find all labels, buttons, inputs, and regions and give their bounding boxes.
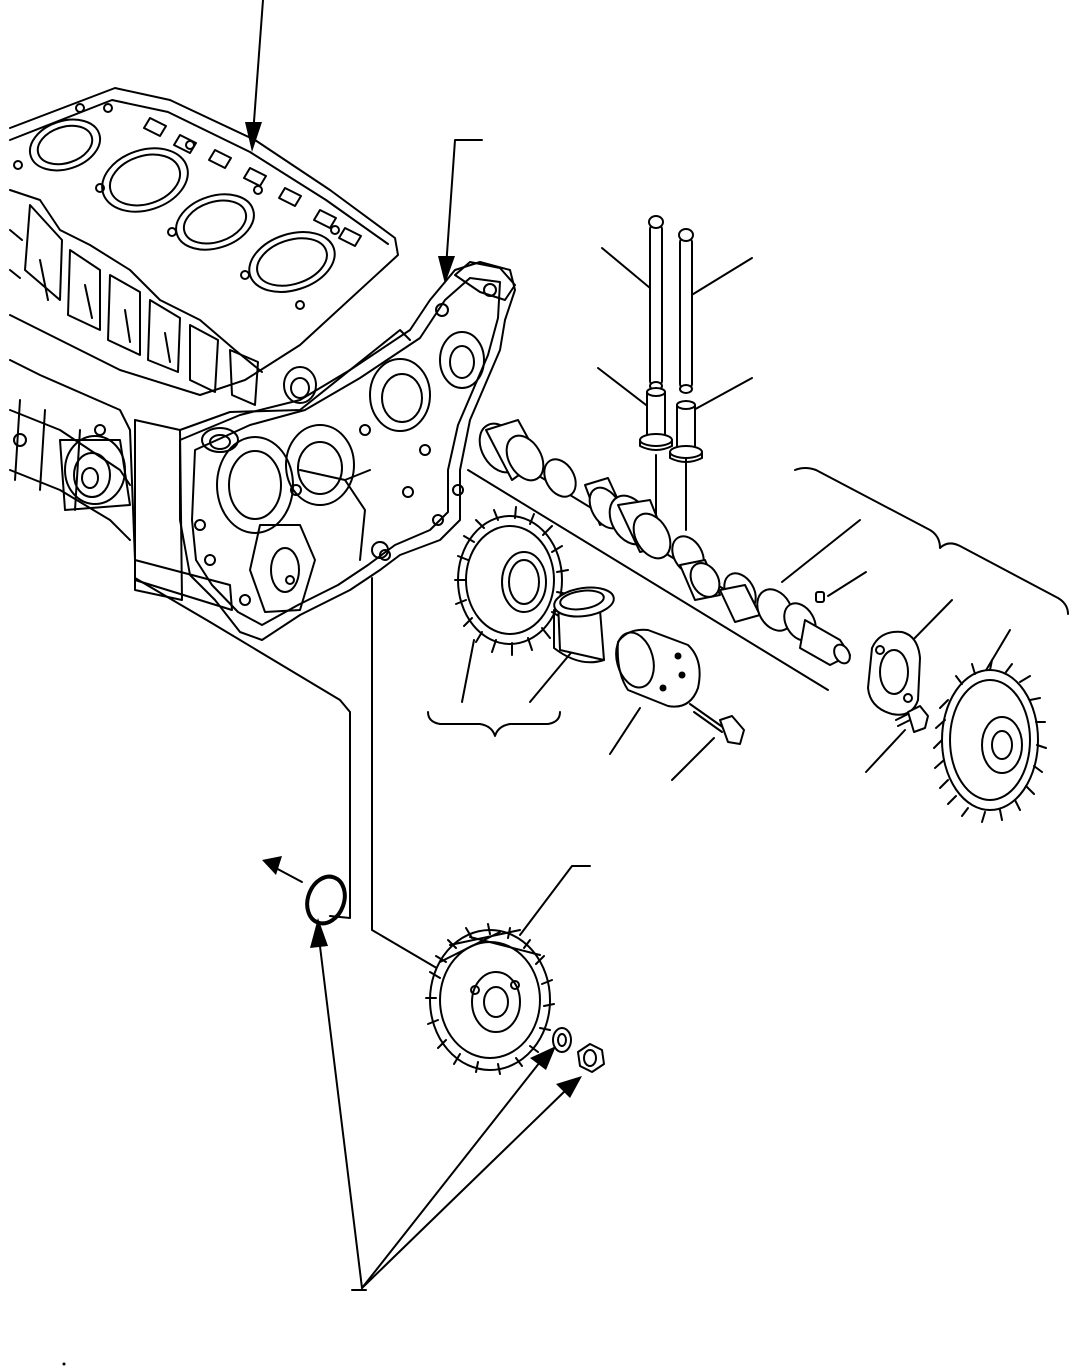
bolt-idler-shaft — [689, 703, 745, 745]
key — [815, 591, 825, 603]
bushing — [553, 586, 615, 664]
arrow-up-oring-icon — [310, 918, 328, 948]
thrust-plate — [867, 630, 921, 716]
tappet-right — [669, 400, 703, 463]
braces — [427, 467, 1069, 737]
push-rod-left — [648, 215, 664, 391]
arrow-block-icon — [245, 122, 262, 152]
arrow-oring-icon — [262, 856, 282, 875]
pump-drive-gear — [425, 923, 555, 1075]
arrow-washer-icon — [530, 1046, 556, 1070]
timing-gear-housing — [179, 261, 516, 641]
cylinder-block — [9, 87, 411, 611]
camshaft — [467, 419, 851, 691]
o-ring — [305, 874, 347, 926]
arrow-nut-icon — [556, 1076, 582, 1098]
arrow-housing-icon — [438, 256, 455, 284]
push-rod-right — [678, 228, 694, 394]
leader-lines — [62, 0, 1011, 1366]
camshaft-gear — [933, 659, 1047, 823]
tappet-left — [639, 387, 673, 451]
idler-gear — [454, 506, 569, 656]
nut — [577, 1043, 605, 1073]
bolt-thrust-plate — [895, 705, 929, 733]
idler-gear-shaft — [615, 628, 701, 708]
lock-washer — [552, 1027, 572, 1053]
